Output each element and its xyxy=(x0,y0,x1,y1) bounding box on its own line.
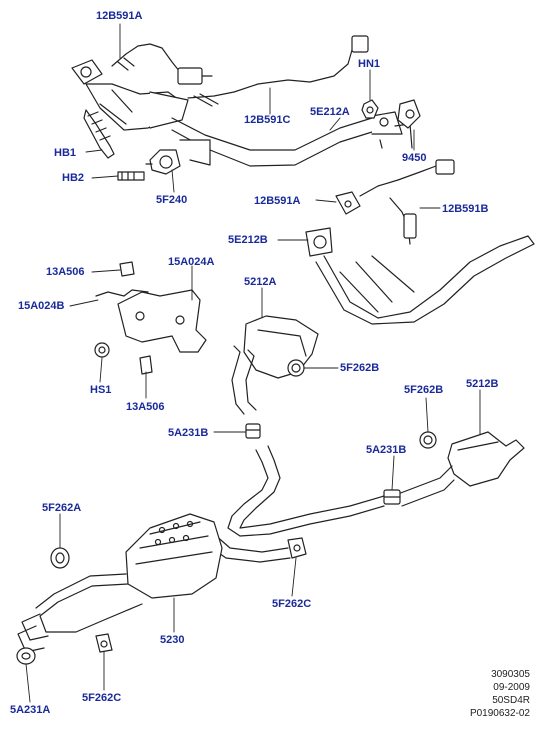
leader-lines xyxy=(25,23,481,703)
muffler-5230 xyxy=(17,513,223,653)
callout-9450: 9450 xyxy=(402,152,427,164)
callout-12b591a-upper: 12B591A xyxy=(96,10,143,22)
callout-5a231b-left: 5A231B xyxy=(168,427,209,439)
callout-12b591b: 12B591B xyxy=(442,203,489,215)
callout-5212b: 5212B xyxy=(466,378,499,390)
callout-5f262b-right: 5F262B xyxy=(404,384,444,396)
reference-part-id: P0190632-02 xyxy=(469,708,530,719)
callout-5f262c-right: 5F262C xyxy=(272,598,312,610)
hb1-bolt xyxy=(83,109,115,159)
reference-date: 09-2009 xyxy=(493,682,530,693)
callout-12b591c: 12B591C xyxy=(244,114,291,126)
callout-13a506-upper: 13A506 xyxy=(46,266,85,278)
callout-5f262b-upper: 5F262B xyxy=(340,362,380,374)
callout-5e212a: 5E212A xyxy=(310,106,350,118)
insulator-5f262b-a xyxy=(287,359,305,377)
muffler-5212b xyxy=(397,431,525,507)
gasket-9450 xyxy=(397,99,421,129)
callout-5f262a: 5F262A xyxy=(42,502,82,514)
sensor-12b591a-upper xyxy=(111,43,213,85)
clip-13a506-lower xyxy=(139,355,153,375)
callout-5a231a: 5A231A xyxy=(10,704,51,716)
callout-5f240: 5F240 xyxy=(156,194,188,206)
callout-12b591a-lower: 12B591A xyxy=(254,195,301,207)
hb2-bolt xyxy=(117,171,145,181)
callout-13a506-lower: 13A506 xyxy=(126,401,165,413)
clamp-5a231a xyxy=(16,647,36,665)
insulator-5f262b-b xyxy=(419,431,437,449)
front-catalyst-right xyxy=(305,227,535,325)
nut-hn1 xyxy=(361,99,379,119)
callout-5230: 5230 xyxy=(160,634,185,646)
callout-5e212b: 5E212B xyxy=(228,234,268,246)
callout-5a231b-right: 5A231B xyxy=(366,444,407,456)
callout-5212a: 5212A xyxy=(244,276,277,288)
sensor-12b591b xyxy=(389,197,417,245)
front-catalyst-left xyxy=(71,59,413,167)
hanger-hs1 xyxy=(94,342,110,358)
insulator-5f262a xyxy=(50,547,70,569)
clip-13a506-upper xyxy=(119,261,135,277)
reference-number: 3090305 xyxy=(491,669,530,680)
reference-block: 3090305 09-2009 50SD4R P0190632-02 xyxy=(470,668,530,720)
callout-hn1: HN1 xyxy=(358,58,381,70)
clamp-5a231b-right xyxy=(383,489,401,505)
clamp-5a231b-left xyxy=(245,423,261,439)
insulator-5f262c-left xyxy=(95,633,113,653)
callout-15a024b: 15A024B xyxy=(18,300,65,312)
resonator-5212a xyxy=(231,315,319,415)
mount-5f240 xyxy=(145,149,181,175)
sensor-12b591a-lower xyxy=(335,159,455,215)
bracket-15a024 xyxy=(95,289,207,353)
callout-hb2: HB2 xyxy=(62,172,85,184)
callout-15a024a: 15A024A xyxy=(168,256,215,268)
callout-hb1: HB1 xyxy=(54,147,77,159)
callout-5f262c-left: 5F262C xyxy=(82,692,122,704)
reference-code: 50SD4R xyxy=(492,695,530,706)
sensor-12b591c xyxy=(187,35,369,107)
callout-hs1: HS1 xyxy=(90,384,112,396)
insulator-5f262c-right xyxy=(287,537,307,559)
